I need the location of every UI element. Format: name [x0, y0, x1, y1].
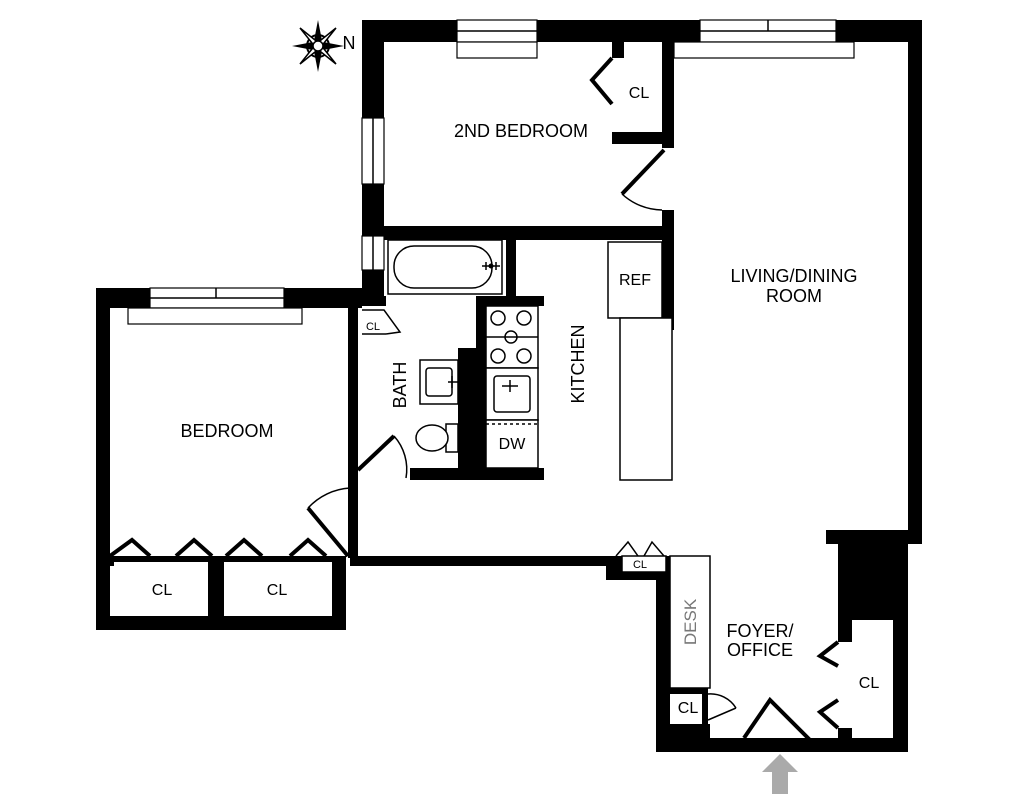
bathtub-icon — [387, 239, 503, 295]
closet-label-bedroom-left: CL — [152, 582, 173, 599]
fixture-label-ref: REF — [619, 272, 651, 289]
closet-label-foyer-right: CL — [859, 675, 880, 692]
dishwasher — [485, 419, 539, 469]
compass-north-label: N — [343, 33, 356, 53]
closet-label-2nd-bedroom: CL — [629, 85, 650, 102]
room-label-foyer-1: FOYER/ — [726, 621, 793, 641]
room-label-kitchen: KITCHEN — [568, 324, 588, 403]
windows — [127, 19, 855, 325]
entry-arrow-icon — [762, 754, 798, 794]
room-label-2nd-bedroom: 2ND BEDROOM — [454, 121, 588, 141]
closet-label-bath: CL — [366, 321, 380, 333]
bath-sink-icon — [419, 359, 459, 405]
closet-label-foyer-small: CL — [678, 700, 699, 717]
kitchen-counter — [619, 317, 673, 481]
fixture-label-desk: DESK — [681, 598, 700, 645]
toilet-icon — [415, 423, 459, 453]
closet-label-hall: CL — [633, 559, 647, 571]
room-label-bedroom: BEDROOM — [180, 421, 273, 441]
doors — [108, 56, 840, 744]
fixture-label-dw: DW — [499, 436, 527, 453]
room-label-bath: BATH — [390, 362, 410, 409]
room-label-foyer-2: OFFICE — [727, 640, 793, 660]
stove-icon — [485, 305, 539, 369]
desk — [669, 555, 711, 689]
room-label-living-dining-1: LIVING/DINING — [730, 266, 857, 286]
kitchen-sink-icon — [485, 367, 539, 421]
compass-icon — [292, 20, 344, 72]
closet-label-bedroom-right: CL — [267, 582, 288, 599]
room-label-living-dining-2: ROOM — [766, 286, 822, 306]
interior-walls — [96, 42, 852, 742]
